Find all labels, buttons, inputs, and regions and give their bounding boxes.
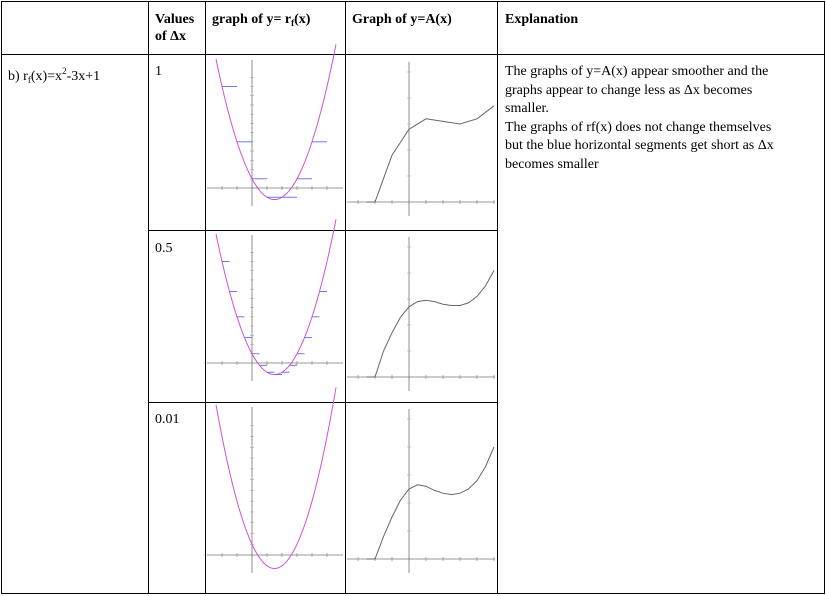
explanation-line: but the blue horizontal segments get sho… <box>505 138 774 153</box>
row-label-sub: f <box>27 75 31 85</box>
graph-A-dx-0.01 <box>347 409 495 573</box>
header-explanation: Explanation <box>505 12 579 27</box>
graph-rf-dx-0.01 <box>207 387 343 573</box>
table-col3-right <box>345 1 346 594</box>
header-values-line2: of Δx <box>155 29 186 44</box>
A-curve <box>366 270 495 378</box>
graph-A-dx-0.5 <box>347 237 495 391</box>
row-label-sup: 2 <box>62 66 67 76</box>
explanation-line: becomes smaller <box>505 156 599 172</box>
rf-curve <box>215 387 337 569</box>
table-border-left <box>1 1 2 594</box>
table-col1-right <box>148 1 149 594</box>
header-graph-r-sub: f <box>291 18 295 28</box>
header-values-dx: Values of Δx <box>155 11 194 45</box>
dx-value-3: 0.01 <box>155 412 180 427</box>
dx-value-1: 1 <box>155 64 162 79</box>
graph-rf-dx-1 <box>207 44 343 206</box>
A-curve <box>366 446 495 560</box>
A-curve <box>366 105 495 203</box>
table-row2-bottom <box>148 402 498 403</box>
header-graph-r-suffix: (x) <box>294 12 311 27</box>
header-graph-r: graph of y= rf(x) <box>212 11 310 32</box>
explanation-line: graphs appear to change less as Δx becom… <box>505 82 753 98</box>
graph-A-dx-1 <box>347 62 495 216</box>
row-label-prefix: b) r <box>8 69 28 84</box>
explanation-text: The graphs of y=A(x) appear smoother and… <box>505 63 820 174</box>
table-border-bottom <box>1 593 824 594</box>
explanation-line: The graphs of rf(x) does not change them… <box>505 119 772 135</box>
explanation-line: smaller. <box>505 101 549 116</box>
table-border-top <box>1 1 824 2</box>
table-header-bottom <box>1 54 824 55</box>
table-col4-right <box>497 1 498 594</box>
row-label-function: b) rf(x)=x2-3x+1 <box>8 63 100 89</box>
header-graph-r-prefix: graph of y= r <box>212 12 292 27</box>
explanation-line: The graphs of y=A(x) appear smoother and… <box>505 64 769 79</box>
rf-curve <box>215 219 337 376</box>
table-border-right <box>824 1 825 594</box>
row-label-suffix: -3x+1 <box>66 69 101 84</box>
header-graph-A: Graph of y=A(x) <box>352 12 452 27</box>
header-values-line1: Values <box>155 12 195 27</box>
graph-rf-dx-0.5 <box>207 219 343 381</box>
rf-curve <box>215 44 337 201</box>
row-label-mid: (x)=x <box>30 69 63 84</box>
table-col2-right <box>205 1 206 594</box>
table-row1-bottom <box>148 230 498 231</box>
dx-value-2: 0.5 <box>155 241 173 256</box>
